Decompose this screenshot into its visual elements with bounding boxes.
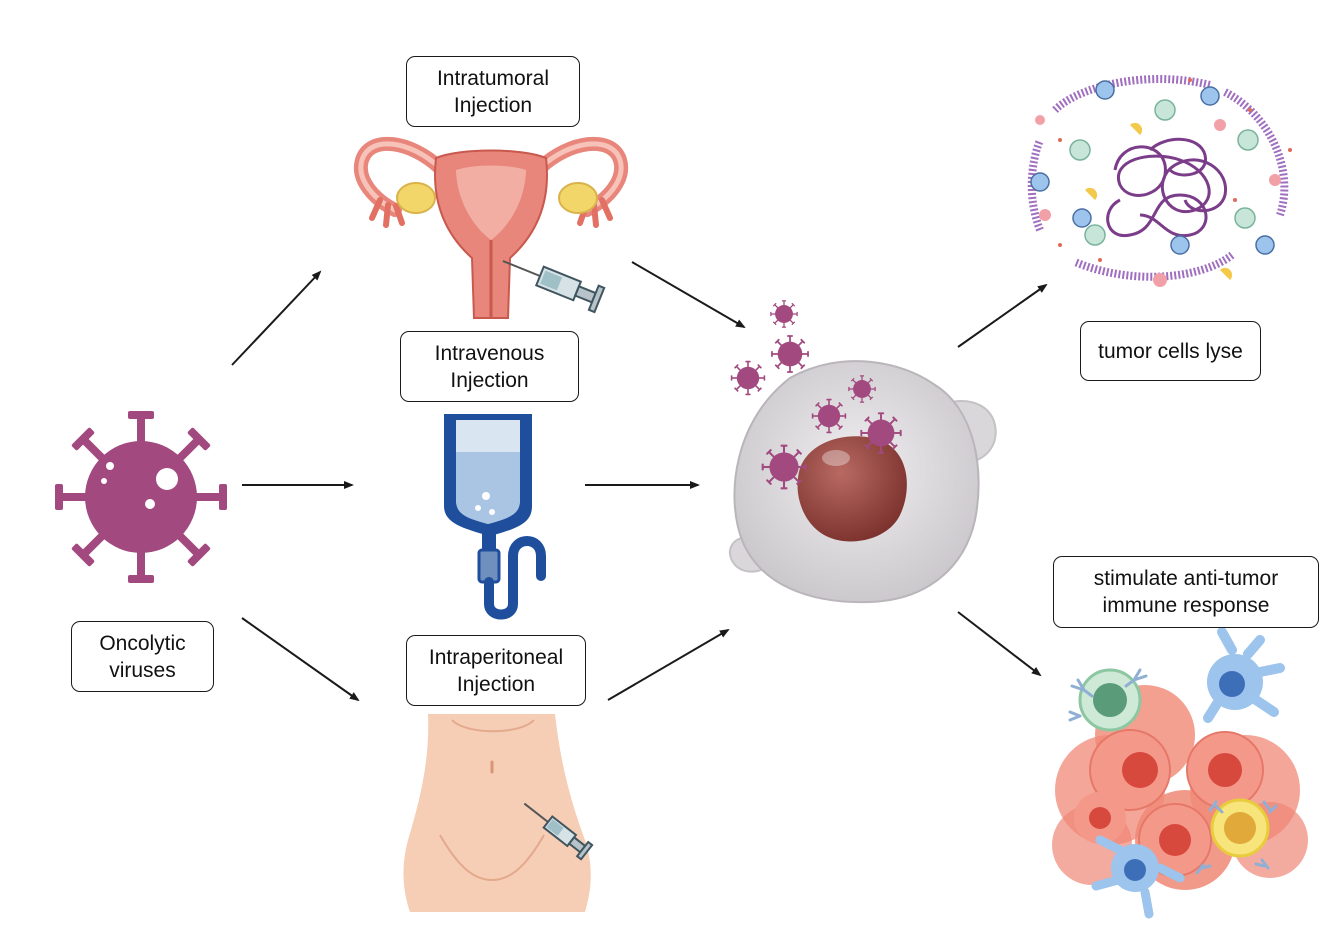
intravenous-line-2: Injection (450, 368, 529, 392)
syringe-icon (502, 260, 606, 314)
immune-line-2: immune response (1102, 594, 1270, 617)
intraperitoneal-line-1: Intraperitoneal (428, 645, 564, 669)
immune-cells-icon (1052, 627, 1308, 919)
oncolytic-line-1: Oncolytic (99, 631, 186, 655)
immune-response-label: stimulate anti-tumor immune response (1053, 556, 1319, 628)
abdomen-icon (403, 714, 591, 912)
arrow-virus-to-intratumoral (231, 270, 322, 366)
arrow-virus-to-intraperitoneal (241, 617, 360, 702)
arrows (231, 261, 1048, 702)
tumor-cells-lyse-label: tumor cells lyse (1080, 321, 1261, 381)
arrow-intratumoral-to-tumor (631, 261, 746, 329)
iv-bag-icon (444, 414, 546, 620)
arrow-intraperitoneal-to-tumor (607, 628, 730, 701)
immune-line-1: stimulate anti-tumor (1093, 567, 1279, 590)
tumor-cell-icon (729, 360, 997, 604)
intratumoral-injection-label: Intratumoral Injection (406, 56, 580, 127)
lysed-cell-icon (1027, 75, 1292, 287)
virus-icon (55, 411, 227, 583)
intraperitoneal-line-2: Injection (456, 672, 536, 696)
intravenous-injection-label: Intravenous Injection (400, 331, 579, 402)
syringe-icon (523, 802, 594, 861)
oncolytic-viruses-label: Oncolytic viruses (71, 621, 214, 692)
intratumoral-line-2: Injection (453, 93, 533, 117)
intravenous-line-1: Intravenous (434, 341, 545, 365)
virus-particles (730, 300, 902, 490)
lyse-text: tumor cells lyse (1098, 339, 1243, 363)
intratumoral-line-1: Intratumoral (436, 66, 550, 90)
arrow-tumor-to-lyse (957, 283, 1048, 348)
oncolytic-line-2: viruses (109, 658, 176, 682)
intraperitoneal-injection-label: Intraperitoneal Injection (406, 635, 586, 706)
uterus-icon (353, 136, 629, 319)
arrow-tumor-to-immune (957, 611, 1042, 677)
